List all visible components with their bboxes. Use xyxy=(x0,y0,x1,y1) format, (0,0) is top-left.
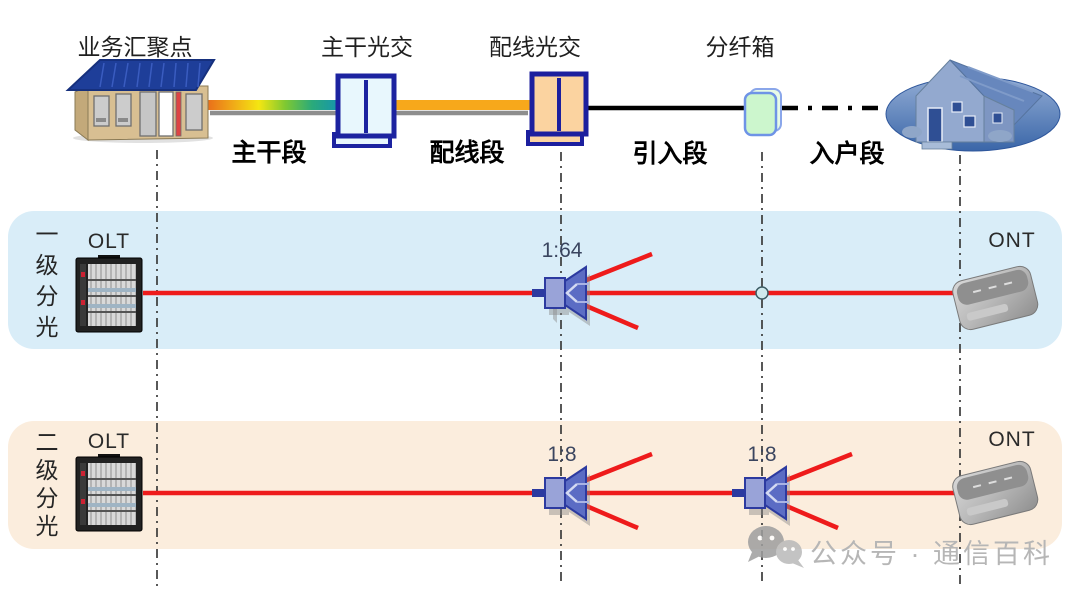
tier2-splitA-branch-up xyxy=(583,451,653,484)
tier2-title: 二级分光 xyxy=(32,430,58,542)
node-label-fiber-box: 分纤箱 xyxy=(705,34,775,60)
tier2-ont-label: ONT xyxy=(988,428,1036,451)
olt-rack-icon-tier2 xyxy=(75,454,143,532)
tier1-splitter-ratio: 1:64 xyxy=(541,239,583,262)
fiber-joint-node xyxy=(755,286,769,300)
distribution-segment-line xyxy=(390,100,530,110)
tier1-olt-label: OLT xyxy=(87,230,131,253)
trunk-cabinet-icon xyxy=(332,73,397,148)
node-label-distribution-cabinet: 配线光交 xyxy=(489,34,581,60)
ont-device-icon-tier1 xyxy=(952,265,1039,331)
tier1-band xyxy=(8,211,1062,349)
tier2-splitter-b-ratio: 1:8 xyxy=(747,443,777,466)
tier2-olt-label: OLT xyxy=(87,430,131,453)
trunk-segment-line xyxy=(203,100,336,110)
wechat-icon xyxy=(748,526,804,568)
tier2-band xyxy=(8,421,1062,549)
splitter-icon-1-8-a xyxy=(532,465,590,526)
ont-device-icon-tier2 xyxy=(952,460,1039,526)
house-icon xyxy=(885,59,1061,152)
node-label-trunk-cabinet: 主干光交 xyxy=(321,34,413,60)
splitter-icon-1-64 xyxy=(532,265,590,326)
tier2-splitB-branch-up xyxy=(783,451,853,484)
splitter-icon-1-8-b xyxy=(732,465,790,526)
fiber-box-icon xyxy=(743,88,782,137)
tier2-splitter-a-ratio: 1:8 xyxy=(547,443,577,466)
segment-label-drop: 引入段 xyxy=(632,140,708,168)
tier1-title: 一级分光 xyxy=(32,222,58,346)
distribution-cabinet-icon xyxy=(526,71,589,146)
segment-label-home: 入户段 xyxy=(809,140,885,168)
watermark-text: 公众号 · 通信百科 xyxy=(810,539,1053,569)
tier1-split-branch-down xyxy=(583,302,639,331)
tier1-split-branch-up xyxy=(583,251,653,284)
tier2-splitB-branch-down xyxy=(783,502,839,531)
tier2-splitA-branch-down xyxy=(583,502,639,531)
segment-label-distribution: 配线段 xyxy=(429,139,505,167)
segment-lines xyxy=(203,100,888,116)
tier1-ont-label: ONT xyxy=(988,229,1036,252)
node-label-aggregation-point: 业务汇聚点 xyxy=(77,34,193,60)
building-icon xyxy=(65,59,216,143)
olt-rack-icon-tier1 xyxy=(75,255,143,333)
segment-label-trunk: 主干段 xyxy=(231,139,307,167)
